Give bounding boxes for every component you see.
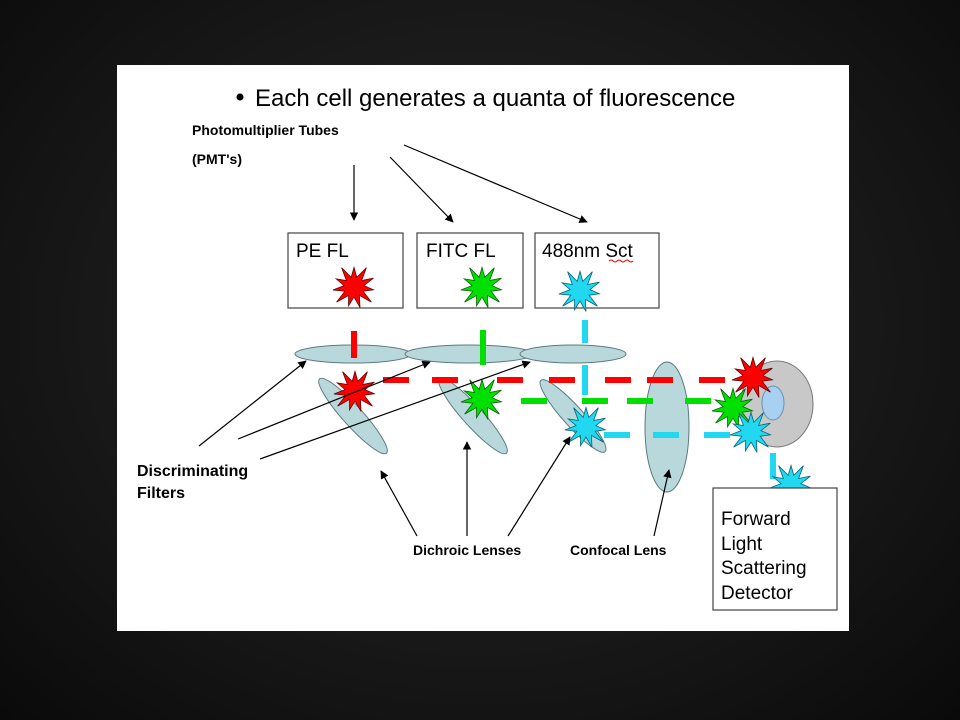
detector-label-line1: Forward (721, 509, 791, 530)
cyan-beam (582, 320, 776, 479)
pmt-box-fitc-label: FITC FL (426, 241, 496, 262)
slide-title: Each cell generates a quanta of fluoresc… (255, 85, 735, 112)
pmt-label-line2: (PMT's) (192, 151, 242, 167)
dichroic-arrow-3 (507, 436, 571, 537)
cyan-starburst-icon (564, 405, 607, 448)
confocal-lens (644, 361, 690, 493)
bullet-dot (236, 93, 244, 101)
red-starburst-icon (333, 369, 376, 412)
forward-scatter-detector: Forward Light Scattering Detector (712, 487, 838, 611)
pmt-arrow-fitc (389, 156, 454, 223)
dichroic-label: Dichroic Lenses (413, 542, 521, 558)
red-starburst-icon (332, 265, 375, 308)
discriminating-label-line1: Discriminating (137, 463, 248, 480)
spellcheck-underline (608, 259, 634, 263)
pmt-label-line1: Photomultiplier Tubes (192, 122, 339, 138)
cyan-starburst-icon (729, 410, 772, 453)
discriminating-filter-2 (404, 344, 534, 364)
discriminating-label-line2: Filters (137, 485, 185, 502)
cyan-starburst-icon (558, 269, 601, 312)
slide: Each cell generates a quanta of fluoresc… (117, 65, 849, 631)
confocal-arrow (653, 469, 672, 537)
detector-label-line4: Detector (721, 583, 793, 604)
dichroic-arrow-1 (380, 470, 418, 537)
pmt-box-sct: 488nm Sct (534, 232, 660, 309)
pmt-box-pe-label: PE FL (296, 241, 349, 262)
pmt-box-sct-label: 488nm Sct (542, 241, 634, 262)
flow-cytometry-diagram: Each cell generates a quanta of fluoresc… (137, 85, 838, 611)
red-beam (351, 331, 725, 383)
confocal-label: Confocal Lens (570, 542, 667, 558)
detector-label-line3: Scattering (721, 558, 807, 579)
pmt-arrow-sct (403, 144, 588, 223)
green-starburst-icon (460, 265, 503, 308)
detector-label-line2: Light (721, 534, 763, 555)
filter-arrow-2 (237, 360, 431, 440)
dichroic-lens-3 (539, 379, 607, 453)
filter-arrow-3 (259, 360, 531, 460)
discriminating-filter-3 (519, 344, 627, 364)
red-starburst-icon (731, 355, 774, 398)
filter-arrow-1 (198, 360, 307, 447)
cell-source-inner (761, 385, 785, 421)
pmt-box-pe: PE FL (287, 232, 404, 309)
green-starburst-icon (460, 377, 503, 420)
green-beam (480, 330, 711, 404)
